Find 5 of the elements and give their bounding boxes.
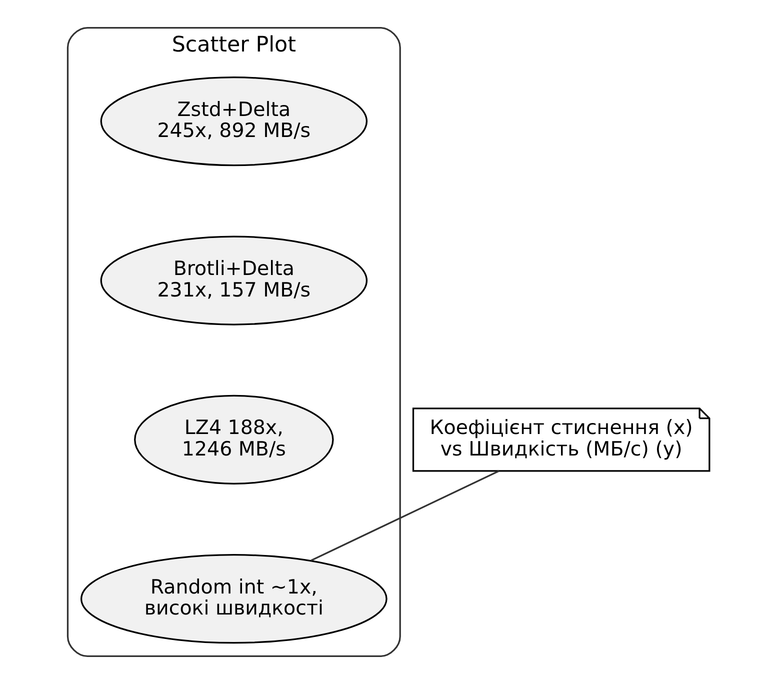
node-ellipse: Random int ~1x, високі швидкості <box>80 554 387 644</box>
node-ellipse: Brotli+Delta 231x, 157 MB/s <box>100 236 368 326</box>
node-ellipse: Zstd+Delta 245x, 892 MB/s <box>100 76 368 166</box>
connector <box>310 470 499 562</box>
node-ellipse: LZ4 188x, 1246 MB/s <box>134 394 334 484</box>
